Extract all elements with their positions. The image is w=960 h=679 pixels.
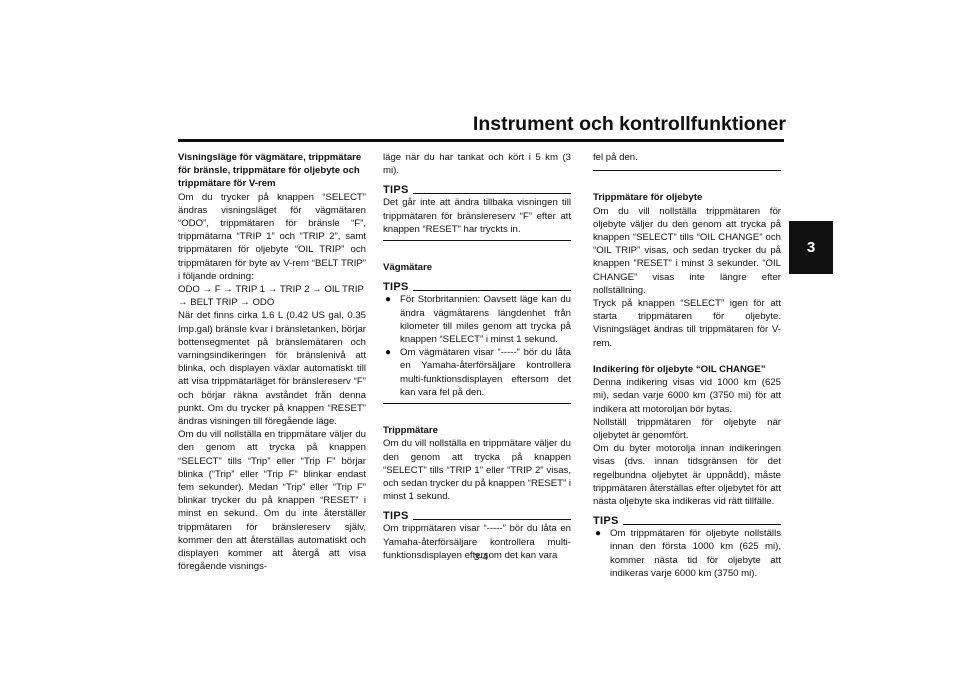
paragraph: Om du byter motorolja innan indikeringen… xyxy=(593,443,781,508)
tips-label: TIPS xyxy=(383,281,409,294)
tips-label: TIPS xyxy=(383,510,409,523)
column-1: Visningsläge för vägmätare, trippmätare … xyxy=(178,151,366,574)
paragraph: Nollställ trippmätaren för oljebyte när … xyxy=(593,416,781,442)
tips-header: TIPS xyxy=(383,281,571,293)
page-number: 3-4 xyxy=(474,552,488,563)
chapter-tab: 3 xyxy=(789,221,833,274)
tips-header: TIPS xyxy=(383,510,571,522)
tips-header: TIPS xyxy=(593,515,781,527)
bullet-icon: ● xyxy=(385,294,392,306)
tips-text: Om trippmätaren visar “-----” bör du låt… xyxy=(383,523,571,561)
paragraph: läge när du har tankat och kört i 5 km (… xyxy=(383,152,571,177)
paragraph: När det finns cirka 1.6 L (0.42 US gal, … xyxy=(178,310,366,428)
tips-label: TIPS xyxy=(593,515,619,528)
paragraph: Om du vill nollställa en trippmätare väl… xyxy=(178,429,366,573)
section-heading-tripmeter: Trippmätare xyxy=(383,425,438,437)
header-rule xyxy=(178,139,784,142)
section-heading-oil-change: Indikering för oljebyte “OIL CHANGE” xyxy=(593,364,766,376)
tips-text: Det går inte att ändra tillbaka visninge… xyxy=(383,197,571,235)
tips-label: TIPS xyxy=(383,184,409,197)
paragraph: Tryck på knappen “SELECT” igen för att s… xyxy=(593,298,781,349)
paragraph: Om du vill nollställa trippmätaren för o… xyxy=(593,205,781,296)
paragraph: Om du trycker på knappen “SELECT” ändras… xyxy=(178,191,366,282)
tips-list: ●Om trippmätaren för oljebyte nollställs… xyxy=(593,527,781,580)
column-3: fel på den. Trippmätare för oljebyte Om … xyxy=(593,151,781,580)
tips-end-rule xyxy=(383,240,571,242)
paragraph: fel på den. xyxy=(593,152,638,163)
tips-list: ●För Storbritannien: Oavsett läge kan du… xyxy=(383,293,571,399)
section-heading-odometer: Vägmätare xyxy=(383,262,433,274)
paragraph: Denna indikering visas vid 1000 km (625 … xyxy=(593,377,781,415)
page-title: Instrument och kontrollfunktioner xyxy=(472,113,786,135)
list-item: ●Om trippmätaren för oljebyte nollställs… xyxy=(595,528,781,579)
section-heading-display-mode: Visningsläge för vägmätare, trippmätare … xyxy=(178,152,362,190)
tips-end-rule xyxy=(383,403,571,405)
bullet-icon: ● xyxy=(385,347,392,359)
section-heading-oil-trip: Trippmätare för oljebyte xyxy=(593,192,703,204)
list-item: ●För Storbritannien: Oavsett läge kan du… xyxy=(385,294,571,346)
bullet-icon: ● xyxy=(595,528,602,540)
tips-header: TIPS xyxy=(383,184,571,196)
list-item: ●Om vägmätaren visar “-----” bör du låta… xyxy=(385,347,571,398)
column-2: läge när du har tankat och kört i 5 km (… xyxy=(383,151,571,562)
mode-sequence: ODO → F → TRIP 1 → TRIP 2 → OIL TRIP → B… xyxy=(178,284,364,309)
paragraph: Om du vill nollställa en trippmätare väl… xyxy=(383,438,571,503)
tips-end-rule xyxy=(593,170,781,172)
